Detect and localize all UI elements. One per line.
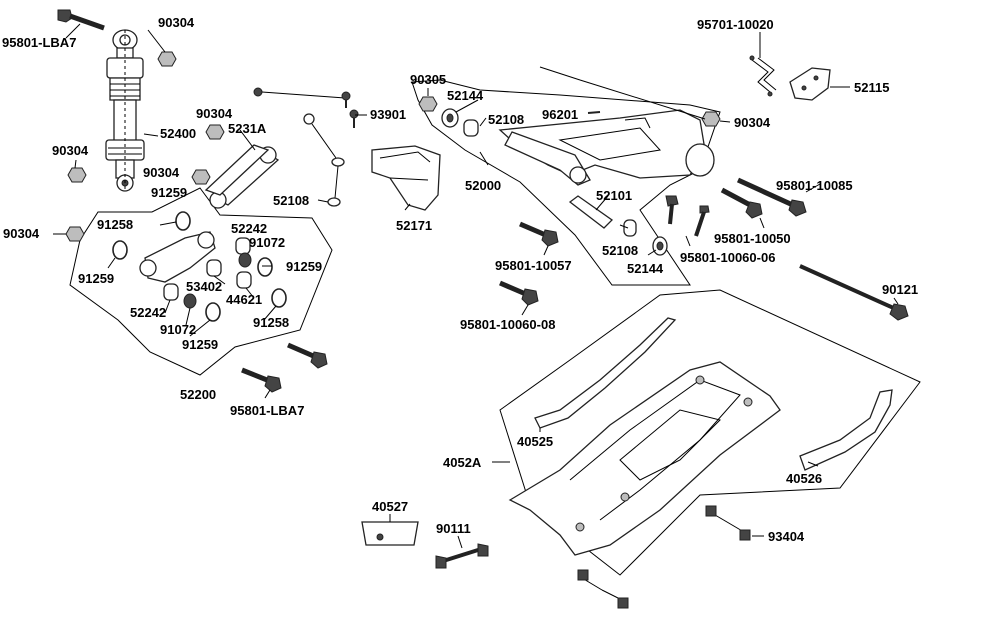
long-bolt-90121	[799, 264, 909, 321]
bolt-95801-lba7-bottom	[241, 342, 328, 393]
label-52400: 52400	[160, 126, 196, 141]
bracket-52115	[789, 67, 831, 101]
label-91072-a: 91072	[249, 235, 285, 250]
label-5231a: 5231A	[228, 121, 267, 136]
spacer-52101	[568, 195, 614, 229]
label-90304-f: 90304	[734, 115, 771, 130]
label-90304-b: 90304	[196, 106, 233, 121]
bolt-95801-lba7-top	[57, 9, 105, 31]
leader-lines	[53, 23, 899, 549]
label-91072-b: 91072	[160, 322, 196, 337]
label-95701-10020: 95701-10020	[697, 17, 774, 32]
bushing-52108-lower	[623, 219, 637, 237]
label-52108-b: 52108	[488, 112, 524, 127]
pad-40527	[361, 521, 419, 546]
bolt-95801-10085	[736, 177, 807, 217]
label-90305: 90305	[410, 72, 446, 87]
label-52200: 52200	[180, 387, 216, 402]
label-52144-b: 52144	[627, 261, 664, 276]
label-91259-c: 91259	[286, 259, 322, 274]
bolt-95801-10057	[519, 221, 559, 247]
label-95801-lba7-bottom: 95801-LBA7	[230, 403, 304, 418]
cover-4052a	[508, 361, 781, 556]
bolt-95801-10060-08	[499, 280, 539, 306]
clip-95701-10020	[749, 55, 777, 97]
label-91259-a: 91259	[151, 185, 187, 200]
label-93901: 93901	[370, 107, 406, 122]
label-52115: 52115	[854, 80, 889, 95]
shock-absorber	[105, 29, 145, 192]
label-52242-b: 52242	[130, 305, 166, 320]
label-52000: 52000	[465, 178, 501, 193]
label-90121: 90121	[882, 282, 918, 297]
label-90304-a: 90304	[158, 15, 195, 30]
pin-96201	[587, 111, 601, 114]
swingarm-group-outline	[411, 79, 721, 286]
strip-40525	[534, 317, 677, 429]
label-44621: 44621	[226, 292, 262, 307]
bolt-95801-10050	[720, 187, 763, 219]
nut-90304	[65, 51, 721, 242]
label-91258-a: 91258	[97, 217, 133, 232]
bracket-52171	[371, 145, 441, 211]
seal-rings	[112, 211, 287, 322]
label-52171: 52171	[396, 218, 432, 233]
label-91259-b: 91259	[78, 271, 114, 286]
label-95801-10060-06: 95801-10060-06	[680, 250, 775, 265]
label-93404: 93404	[768, 529, 805, 544]
label-4052a: 4052A	[443, 455, 482, 470]
label-52144-a: 52144	[447, 88, 484, 103]
spacer-53402	[206, 259, 222, 277]
label-52108-c: 52108	[602, 243, 638, 258]
label-52108-a: 52108	[273, 193, 309, 208]
label-90304-e: 90304	[3, 226, 40, 241]
label-91259-d: 91259	[182, 337, 218, 352]
label-52101: 52101	[596, 188, 632, 203]
bolt-93901-group	[253, 87, 359, 207]
label-95801-lba7-top: 95801-LBA7	[2, 35, 76, 50]
strip-40526	[799, 389, 893, 471]
label-90111: 90111	[436, 521, 471, 536]
label-40527: 40527	[372, 499, 408, 514]
bushing-52144-lower	[652, 236, 668, 256]
label-53402: 53402	[186, 279, 222, 294]
link-group-outline	[69, 187, 333, 376]
label-95801-10085: 95801-10085	[776, 178, 853, 193]
label-95801-10057: 95801-10057	[495, 258, 572, 273]
label-95801-10050: 95801-10050	[714, 231, 791, 246]
swingarm-52000	[498, 109, 715, 186]
bolt-95801-10060-06	[665, 195, 710, 237]
screw-90111	[435, 543, 489, 569]
label-40525: 40525	[517, 434, 553, 449]
bushing-52144-upper	[441, 108, 459, 128]
label-90304-c: 90304	[52, 143, 89, 158]
link-arm-5231a	[204, 144, 280, 209]
label-40526: 40526	[786, 471, 822, 486]
bushing-52108-upper	[463, 119, 479, 137]
label-90304-d: 90304	[143, 165, 180, 180]
label-91258-b: 91258	[253, 315, 289, 330]
screw-93404	[577, 505, 751, 609]
label-95801-10060-08: 95801-10060-08	[460, 317, 555, 332]
spacer-44621	[236, 271, 252, 289]
label-96201: 96201	[542, 107, 578, 122]
link-plate-52200	[139, 231, 216, 283]
label-52242-a: 52242	[231, 221, 267, 236]
